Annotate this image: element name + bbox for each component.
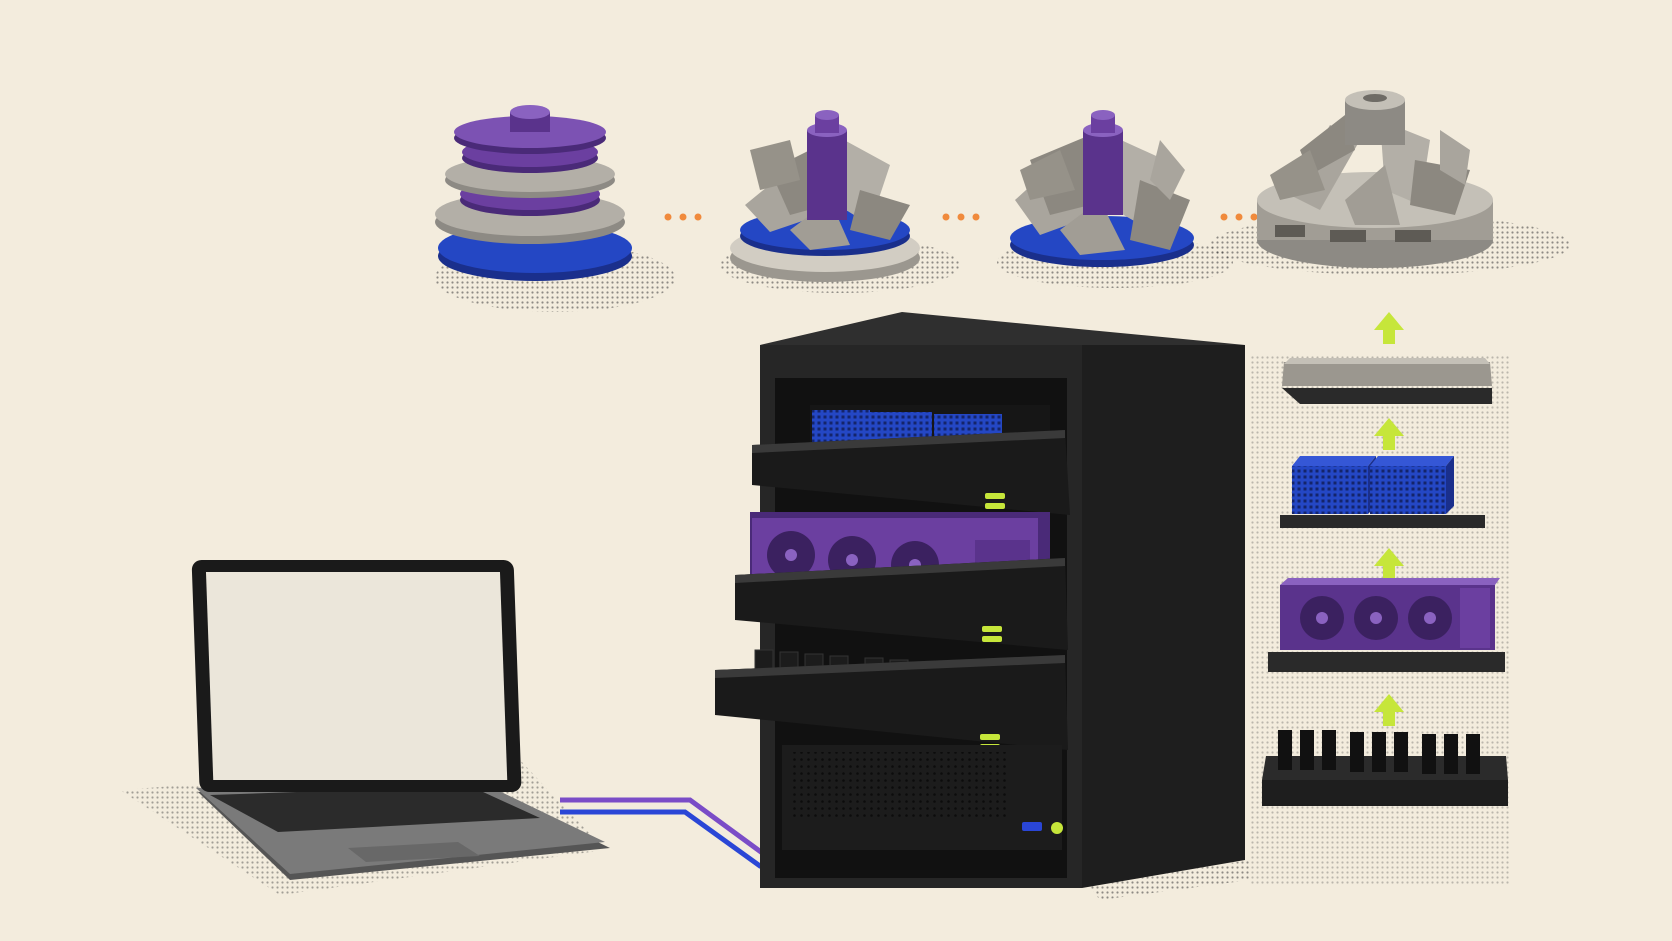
power-button-icon[interactable] bbox=[1051, 822, 1063, 834]
up-arrow-icon-4 bbox=[1374, 694, 1404, 726]
progress-dots-2 bbox=[942, 213, 980, 221]
stage-1-stacked-discs-icon bbox=[435, 105, 675, 312]
drawer-indicator-icon bbox=[982, 626, 1002, 642]
progress-dots-3 bbox=[1220, 213, 1258, 221]
status-light-icon bbox=[1022, 822, 1042, 831]
up-arrow-icon-2 bbox=[1374, 418, 1404, 450]
stage-4-finished-impeller-icon bbox=[1210, 90, 1570, 275]
stage-2-partial-impeller-icon bbox=[720, 110, 960, 293]
server-rack bbox=[715, 312, 1250, 900]
component-gpu-card-icon bbox=[1268, 578, 1505, 672]
component-memory-modules-icon bbox=[1262, 730, 1508, 806]
up-arrow-icon-3 bbox=[1374, 548, 1404, 580]
component-storage-blocks-icon bbox=[1280, 456, 1485, 528]
progress-dots-1 bbox=[664, 213, 702, 221]
rack-drawer-storage[interactable] bbox=[752, 405, 1070, 515]
rack-drawer-gpu[interactable] bbox=[735, 512, 1068, 650]
laptop-icon bbox=[120, 560, 610, 895]
rack-vent-panel bbox=[782, 745, 1063, 850]
stage-3-near-complete-impeller-icon bbox=[997, 110, 1233, 288]
component-concrete-slab-icon bbox=[1282, 358, 1492, 404]
drawer-indicator-icon bbox=[985, 493, 1005, 509]
up-arrow-icon-1 bbox=[1374, 312, 1404, 344]
